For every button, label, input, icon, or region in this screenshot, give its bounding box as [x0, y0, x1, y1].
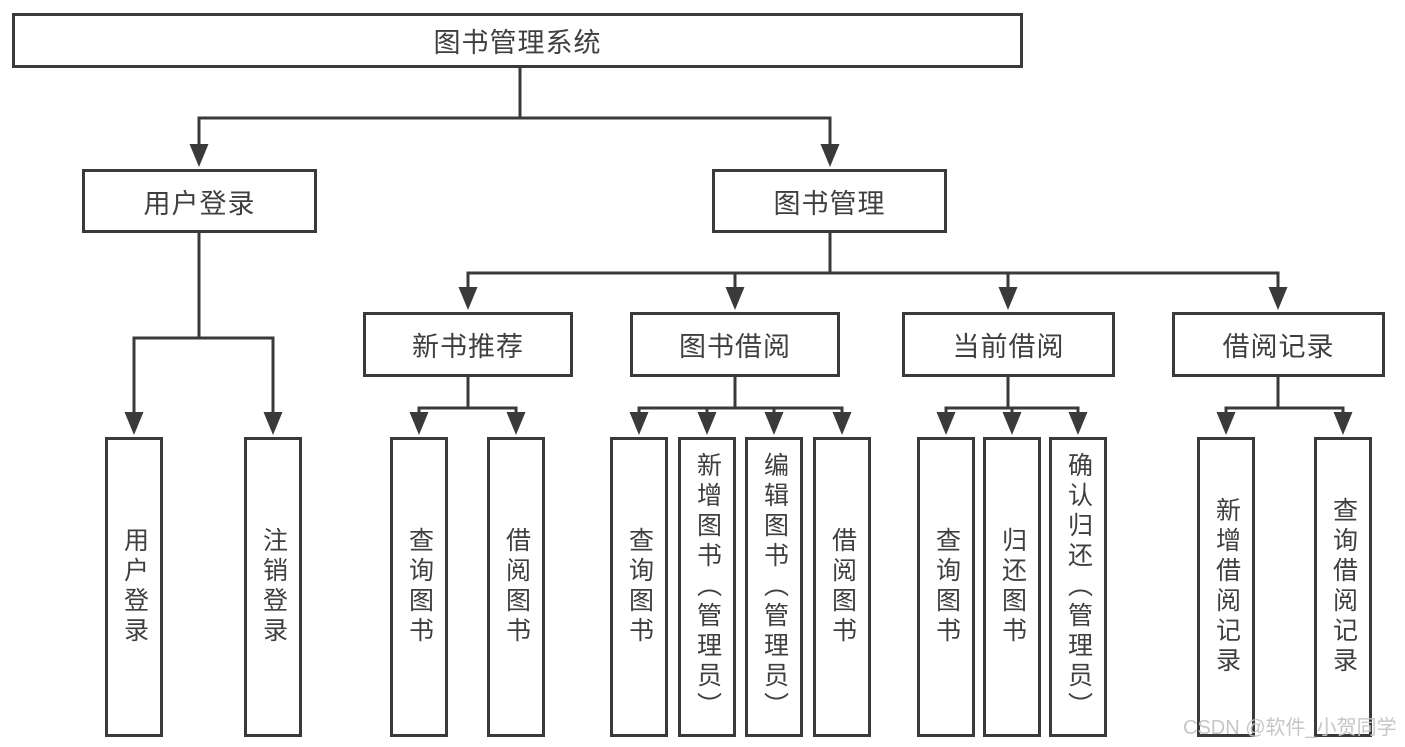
- leaf-query-book-3: 查询图书: [917, 437, 975, 737]
- arrowhead-icon: [1068, 412, 1088, 435]
- leaf-query-borrow-record: 查询借阅记录: [1314, 437, 1372, 737]
- connector-borrow-record-to-leaves: [1216, 375, 1353, 435]
- csdn-watermark: CSDN @软件_小贺同学: [1183, 717, 1397, 739]
- leaf-confirm-return-admin: 确认归还（管理员）: [1049, 437, 1107, 737]
- connector-new-book-to-leaves: [409, 375, 526, 435]
- connector-line: [132, 231, 275, 416]
- leaf-add-book-admin: 新增图书（管理员）: [678, 437, 736, 737]
- arrowhead-icon: [409, 412, 429, 435]
- leaf-query-book-1: 查询图书: [390, 437, 448, 737]
- arrowhead-icon: [1333, 412, 1353, 435]
- leaf-edit-book-admin: 编辑图书（管理员）: [745, 437, 803, 737]
- leaf-user-login: 用户登录: [105, 437, 163, 737]
- node-new-book-recommend: 新书推荐: [363, 312, 573, 377]
- connector-line: [944, 375, 1080, 416]
- arrowhead-icon: [189, 144, 209, 167]
- node-book-management: 图书管理: [712, 169, 947, 233]
- connector-book-borrow-to-leaves: [629, 375, 852, 435]
- arrowhead-icon: [998, 287, 1018, 310]
- connector-line: [466, 231, 1280, 291]
- connector-line: [417, 375, 518, 416]
- arrowhead-icon: [629, 412, 649, 435]
- node-current-borrow: 当前借阅: [902, 312, 1115, 377]
- arrowhead-icon: [1268, 287, 1288, 310]
- connector-user-login-to-leaves: [124, 231, 283, 435]
- arrowhead-icon: [832, 412, 852, 435]
- node-borrow-record: 借阅记录: [1172, 312, 1385, 377]
- arrowhead-icon: [124, 412, 144, 435]
- connector-book-management-to-level3: [458, 231, 1288, 310]
- connector-root-to-level2: [189, 66, 840, 167]
- arrowhead-icon: [458, 287, 478, 310]
- arrowhead-icon: [1216, 412, 1236, 435]
- arrowhead-icon: [263, 412, 283, 435]
- arrowhead-icon: [725, 287, 745, 310]
- connector-current-borrow-to-leaves: [936, 375, 1088, 435]
- node-book-borrow: 图书借阅: [630, 312, 840, 377]
- node-user-login: 用户登录: [82, 169, 317, 233]
- arrowhead-icon: [936, 412, 956, 435]
- leaf-return-book: 归还图书: [983, 437, 1041, 737]
- arrowhead-icon: [820, 144, 840, 167]
- arrowhead-icon: [764, 412, 784, 435]
- arrowhead-icon: [506, 412, 526, 435]
- leaf-borrow-book-1: 借阅图书: [487, 437, 545, 737]
- connector-line: [1224, 375, 1345, 416]
- connector-line: [637, 375, 844, 416]
- leaf-query-book-2: 查询图书: [610, 437, 668, 737]
- node-root-system: 图书管理系统: [12, 13, 1023, 68]
- arrowhead-icon: [697, 412, 717, 435]
- leaf-logout: 注销登录: [244, 437, 302, 737]
- arrowhead-icon: [1002, 412, 1022, 435]
- leaf-add-borrow-record: 新增借阅记录: [1197, 437, 1255, 737]
- leaf-borrow-book-2: 借阅图书: [813, 437, 871, 737]
- connector-line: [197, 66, 832, 148]
